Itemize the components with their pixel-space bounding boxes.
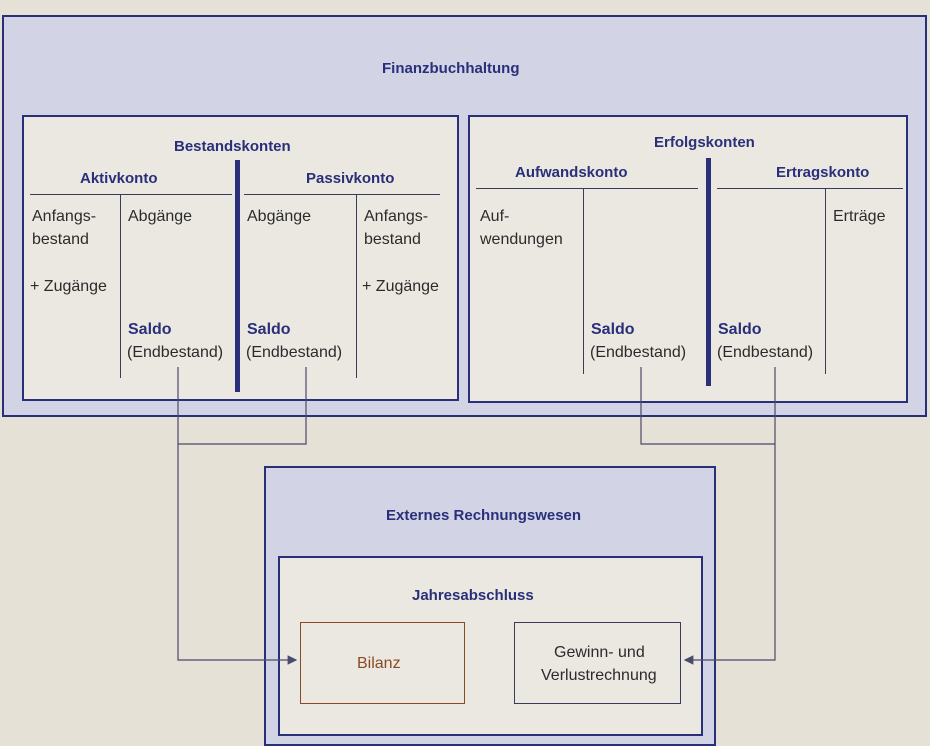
erfolg-separator bbox=[706, 158, 711, 386]
ertrag-endbestand: (Endbestand) bbox=[717, 344, 814, 361]
passiv-anfangsbestand-2: bestand bbox=[364, 231, 421, 248]
aufwandskonto-title: Aufwandskonto bbox=[515, 164, 628, 181]
aktiv-anfangsbestand-2: bestand bbox=[32, 231, 89, 248]
aktivkonto-divider bbox=[120, 194, 121, 378]
ertrag-saldo-connector bbox=[683, 367, 776, 665]
erfolgskonten-title: Erfolgskonten bbox=[654, 134, 755, 151]
aufwendungen-2: wendungen bbox=[480, 231, 563, 248]
aufwand-saldo: Saldo bbox=[591, 321, 635, 338]
guv-label-1: Gewinn- und bbox=[554, 644, 645, 661]
aktiv-endbestand: (Endbestand) bbox=[127, 344, 224, 361]
bestand-separator bbox=[235, 160, 240, 392]
jahresabschluss-title: Jahresabschluss bbox=[412, 587, 534, 604]
passivkonto-title: Passivkonto bbox=[306, 170, 395, 187]
passivkonto-divider bbox=[356, 194, 357, 378]
aufwandskonto-divider bbox=[583, 188, 584, 374]
passiv-anfangsbestand-1: Anfangs- bbox=[364, 208, 429, 225]
aktiv-saldo: Saldo bbox=[128, 321, 172, 338]
bilanz-box bbox=[300, 622, 465, 704]
aktiv-saldo-connector bbox=[177, 367, 298, 665]
aufwand-saldo-connector bbox=[640, 367, 775, 445]
aufwendungen-1: Auf- bbox=[480, 208, 510, 225]
erfolgskonten-box bbox=[468, 115, 908, 403]
aktiv-anfangsbestand-1: Anfangs- bbox=[32, 208, 97, 225]
guv-label-2: Verlustrechnung bbox=[541, 667, 657, 684]
aufwandskonto-top-line bbox=[476, 188, 698, 189]
passiv-saldo-connector bbox=[178, 367, 307, 445]
aktiv-zugaenge: + Zugänge bbox=[30, 278, 107, 295]
guv-box bbox=[514, 622, 681, 704]
jahresabschluss-box bbox=[278, 556, 703, 736]
bestandskonten-box bbox=[22, 115, 459, 401]
passiv-zugaenge: + Zugänge bbox=[362, 278, 439, 295]
ertraege: Erträge bbox=[833, 208, 886, 225]
finanzbuchhaltung-title: Finanzbuchhaltung bbox=[382, 60, 520, 77]
aktivkonto-title: Aktivkonto bbox=[80, 170, 158, 187]
externes-rechnungswesen-title: Externes Rechnungswesen bbox=[386, 507, 582, 524]
ertragskonto-title: Ertragskonto bbox=[776, 164, 870, 181]
bestandskonten-title: Bestandskonten bbox=[174, 138, 291, 155]
aktiv-abgaenge: Abgänge bbox=[128, 208, 193, 225]
passiv-endbestand: (Endbestand) bbox=[246, 344, 343, 361]
bilanz-label: Bilanz bbox=[357, 655, 401, 672]
passiv-abgaenge: Abgänge bbox=[247, 208, 312, 225]
passivkonto-top-line bbox=[244, 194, 440, 195]
ertrag-saldo: Saldo bbox=[718, 321, 762, 338]
ertragskonto-top-line bbox=[717, 188, 903, 189]
aufwand-endbestand: (Endbestand) bbox=[590, 344, 687, 361]
passiv-saldo: Saldo bbox=[247, 321, 291, 338]
aktivkonto-top-line bbox=[30, 194, 232, 195]
ertragskonto-divider bbox=[825, 188, 826, 374]
